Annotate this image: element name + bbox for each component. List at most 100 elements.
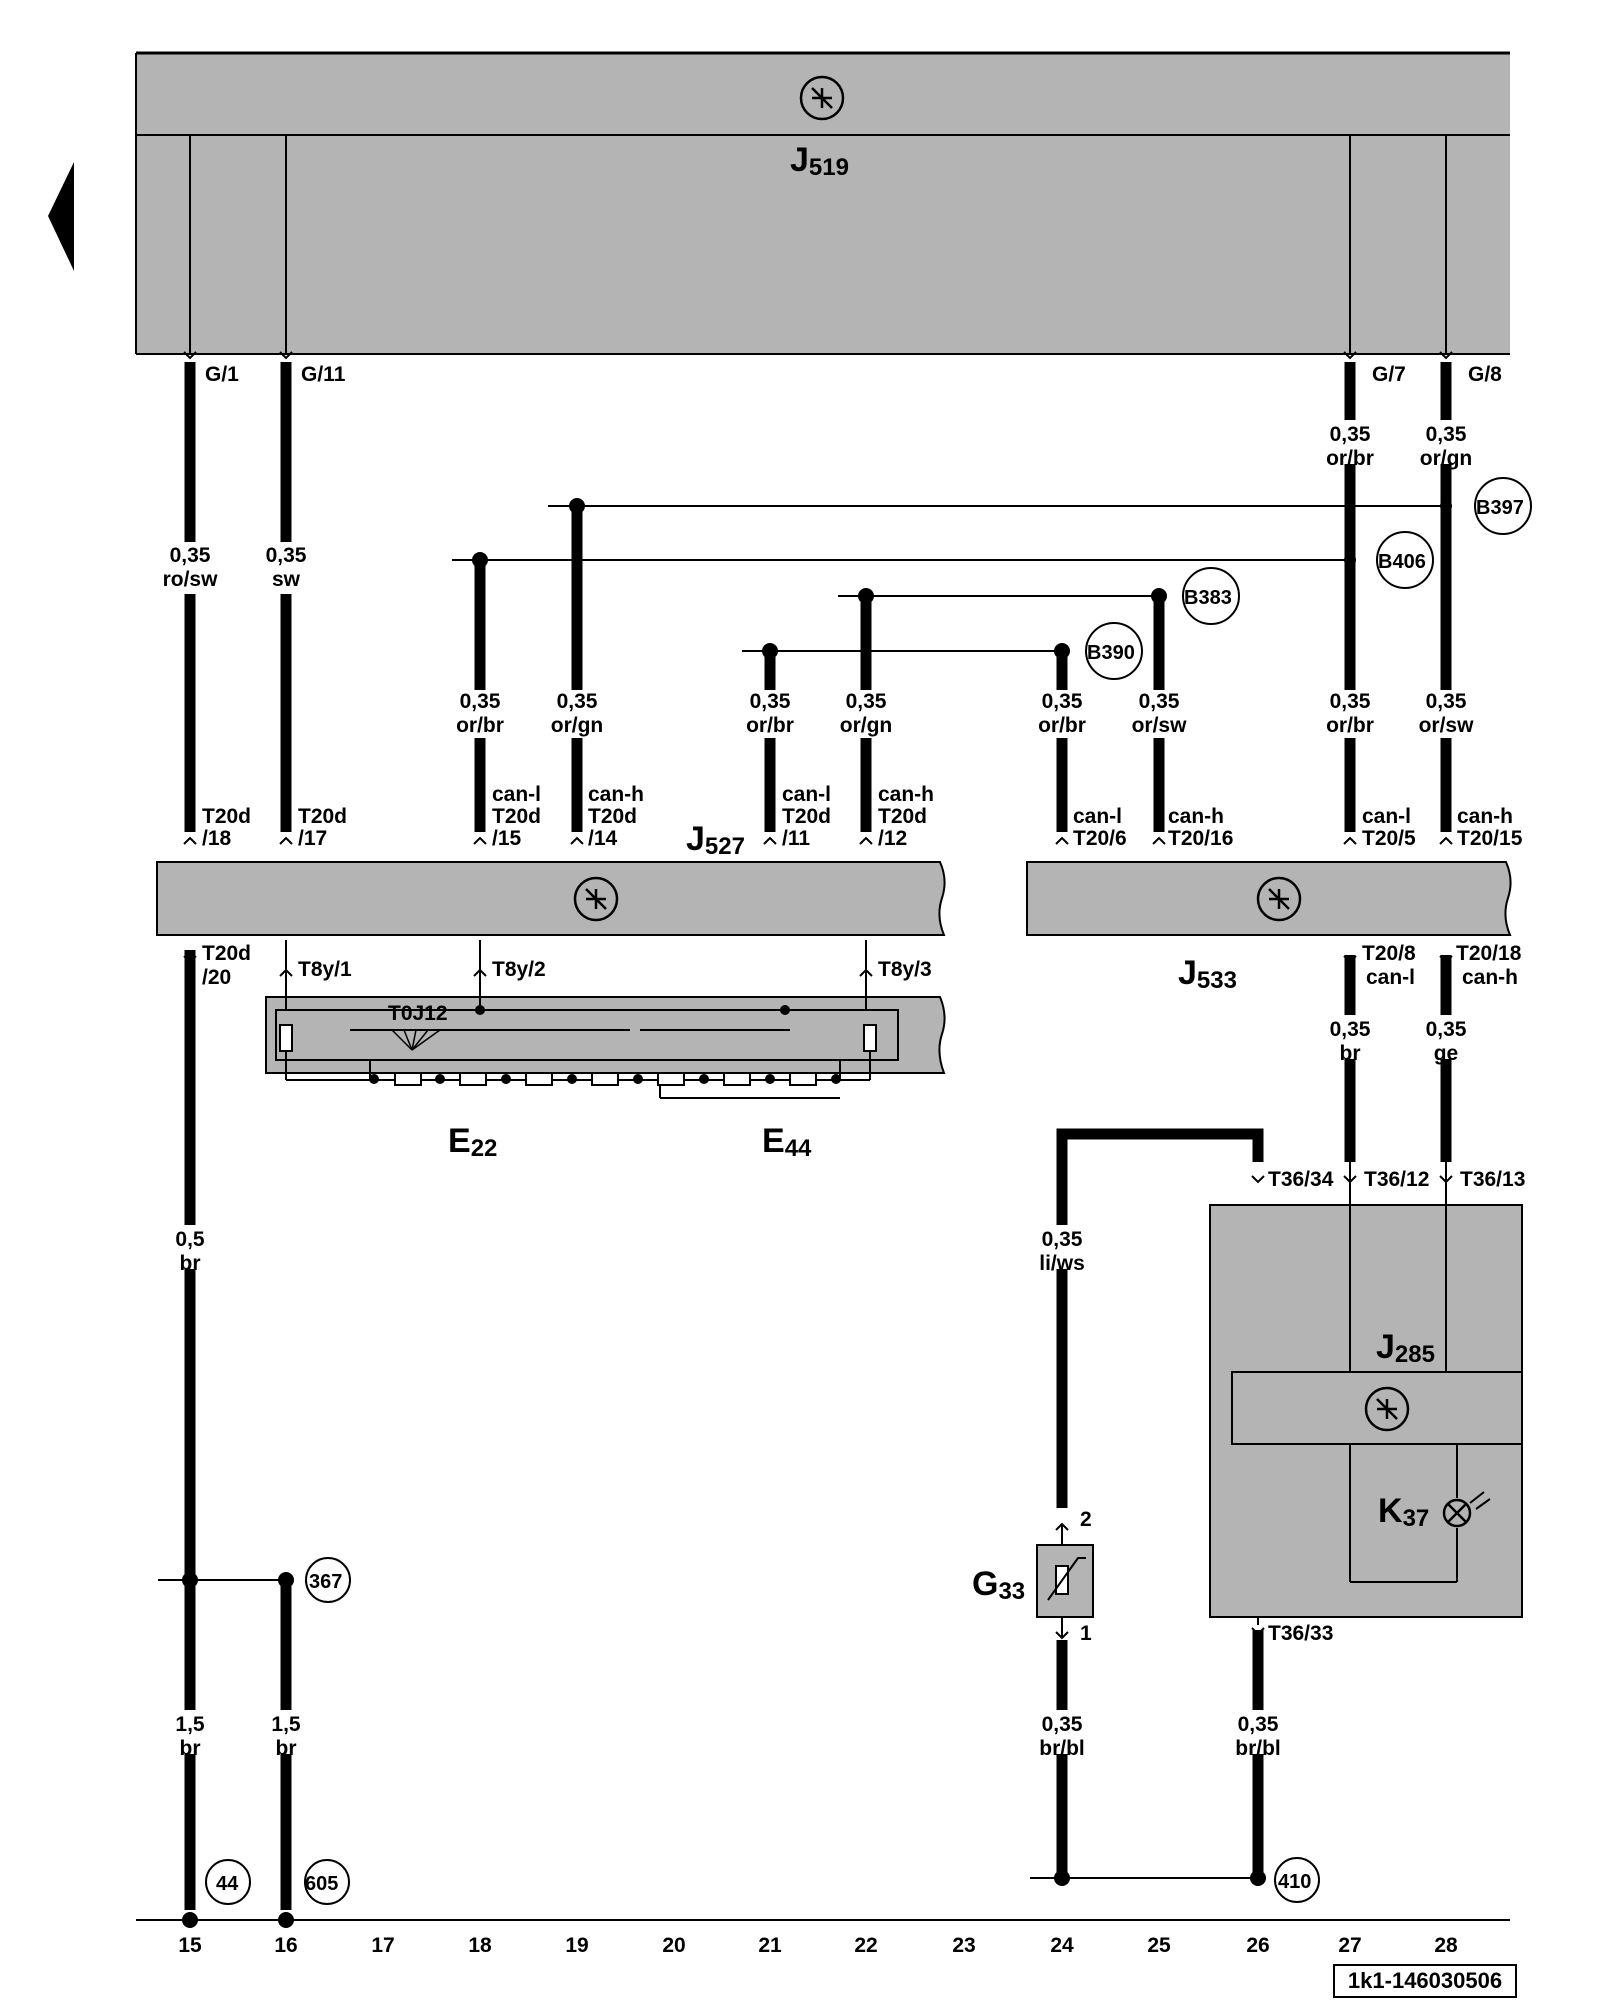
wire-size: 0,35 [266,544,307,567]
svg-text:0,35: 0,35 [1042,1713,1083,1736]
j527-label: J527 [686,820,745,860]
svg-text:br: br [1340,1042,1361,1065]
svg-text:br/bl: br/bl [1235,1737,1281,1760]
pin-label: /12 [878,827,907,850]
column-number: 21 [758,1934,782,1957]
pin-label: /15 [492,827,522,850]
t0j12-fan-lines [391,1029,441,1051]
svg-text:0,35: 0,35 [1238,1713,1279,1736]
j533-module[interactable]: J533 [1026,861,1512,994]
svg-text:0,35: 0,35 [1426,423,1467,446]
pin-label: T20d [782,805,831,828]
junction-dots [182,498,1452,1928]
pin-label: G/1 [205,363,239,386]
pin-label: T36/12 [1364,1168,1429,1191]
j527-module[interactable]: J527 [156,820,946,936]
pin-label: T20d [202,942,251,965]
svg-text:0,35: 0,35 [1426,690,1467,713]
svg-text:0,35: 0,35 [1042,690,1083,713]
pin-label: T36/13 [1460,1168,1525,1191]
pin-label: can-l [1362,805,1411,828]
connection-point-367: 367 [309,1571,342,1593]
svg-text:0,35: 0,35 [1330,423,1371,446]
g33-sensor[interactable]: G33 [972,1525,1094,1637]
column-number: 26 [1246,1934,1269,1957]
j519-label: J519 [790,141,849,181]
pin-label: T8y/3 [878,958,932,981]
pin-label: G/8 [1468,363,1502,386]
pin-label: can-l [492,783,541,806]
connection-point-b397: B397 [1476,497,1524,519]
connection-point-410: 410 [1278,1871,1311,1893]
document-id-text: 1k1-146030506 [1348,1968,1502,1993]
j285-label: J285 [1376,1328,1435,1368]
column-number: 25 [1147,1934,1171,1957]
control-unit-icon [1364,1386,1410,1432]
pin-label: can-h [1462,966,1518,989]
thick-wires [184,362,1452,1910]
svg-text:or/sw: or/sw [1132,714,1188,737]
pin-label: T36/34 [1268,1168,1334,1191]
svg-text:or/br: or/br [456,714,504,737]
svg-text:0,35: 0,35 [1330,690,1371,713]
wire-color: sw [272,568,301,591]
svg-text:0,35: 0,35 [1042,1228,1083,1251]
svg-text:or/br: or/br [1326,714,1374,737]
e22-e44-switch-block[interactable]: T0J12 E22 E44 [265,940,946,1162]
switch-block-nodes [369,1005,841,1084]
connection-point-b390: B390 [1087,642,1135,664]
svg-text:ge: ge [1434,1042,1459,1065]
svg-text:br: br [276,1737,297,1760]
document-id: 1k1-146030506 [1333,1964,1517,1998]
j285-internal-lines [1349,1162,1458,1583]
pin-label: G/7 [1372,363,1406,386]
column-number: 17 [371,1934,394,1957]
connection-point-b406: B406 [1378,551,1426,573]
connector-arrows [183,351,1453,1640]
pin-label: T36/33 [1268,1622,1333,1645]
e44-label: E44 [762,1122,812,1162]
pin-label: T20/18 [1456,942,1522,965]
pin-label: T8y/2 [492,958,546,981]
svg-text:0,35: 0,35 [460,690,501,713]
pin-label: /17 [298,827,327,850]
pin-label: T20/5 [1362,827,1416,850]
pin-label: can-h [1168,805,1224,828]
svg-text:br: br [180,1252,201,1275]
pin-label: T20d [588,805,637,828]
svg-text:0,35: 0,35 [750,690,791,713]
column-numbers: 15 16 17 18 19 20 21 22 23 24 25 26 27 2… [178,1934,1458,1957]
svg-text:1,5: 1,5 [175,1713,205,1736]
pin-label: T20d [298,805,347,828]
pin-label: T20d [202,805,251,828]
svg-text:0,35: 0,35 [1330,1018,1371,1041]
connection-point-b383: B383 [1184,587,1232,609]
pin-label: T8y/1 [298,958,352,981]
pin-label: /14 [588,827,618,850]
svg-text:0,35: 0,35 [1139,690,1180,713]
j533-label: J533 [1178,954,1237,994]
pin-label: G/11 [301,363,346,386]
previous-page-arrow-icon[interactable] [48,162,74,271]
column-number: 27 [1338,1934,1361,1957]
svg-text:1,5: 1,5 [271,1713,301,1736]
svg-text:or/br: or/br [1326,447,1374,470]
svg-text:br: br [180,1737,201,1760]
column-number: 18 [468,1934,492,1957]
j285-module[interactable]: J285 K37 [1209,1162,1523,1618]
column-number: 24 [1050,1934,1074,1957]
pin-label: T20d [878,805,927,828]
g33-label: G33 [972,1565,1025,1605]
j519-module[interactable]: J519 [135,51,1510,355]
pin-label: /20 [202,966,231,989]
j519-internal-lines [189,135,1447,354]
connection-point-605: 605 [305,1873,338,1895]
svg-text:or/gn: or/gn [1420,447,1473,470]
column-number: 15 [178,1934,202,1957]
connection-point-44: 44 [216,1873,239,1895]
t0j12-label: T0J12 [388,1002,448,1025]
svg-text:or/br: or/br [746,714,794,737]
pin-label: can-h [878,783,934,806]
control-unit-icon [1256,876,1302,922]
